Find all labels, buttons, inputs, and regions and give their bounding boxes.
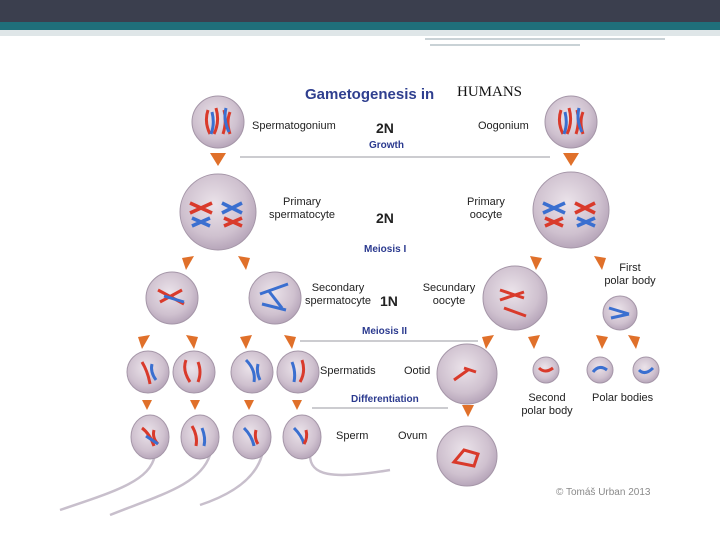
spermatid-cell: [230, 350, 274, 394]
decor-line: [430, 44, 580, 46]
label-secundary-oocyte: Secundary oocyte: [422, 282, 476, 307]
header-bar: [0, 0, 720, 22]
spermatogonium-cell: [191, 95, 245, 149]
diagram-title: Gametogenesis in: [305, 86, 435, 103]
ploidy-label: 1N: [380, 293, 398, 309]
decor-line: [425, 38, 665, 40]
label-primary-spermatocyte: Primary spermatocyte: [268, 196, 336, 221]
spermatid-cell: [276, 350, 320, 394]
label-oogonium: Oogonium: [478, 120, 529, 132]
stage-label-growth: Growth: [369, 140, 404, 151]
sperm-cell: [232, 414, 272, 460]
label-second-polar-body: Second polar body: [521, 392, 573, 417]
primary-oocyte-cell: [532, 171, 610, 249]
label-ootid: Ootid: [404, 365, 431, 377]
label-spermatogonium: Spermatogonium: [252, 120, 336, 132]
spermatid-cell: [126, 350, 170, 394]
stage-label-meiosis-ii: Meiosis II: [362, 326, 408, 337]
label-sperm: Sperm: [336, 430, 369, 442]
copyright-notice: © Tomáš Urban 2013: [556, 487, 651, 498]
ovum-cell: [436, 425, 498, 487]
label-secondary-spermatocyte: Secondary spermatocyte: [304, 282, 372, 307]
polar-body-cell: [586, 356, 614, 384]
sperm-cell: [180, 414, 220, 460]
oogonium-cell: [544, 95, 598, 149]
secondary-oocyte-cell: [482, 265, 548, 331]
stage-label-differentiation: Differentiation: [351, 394, 419, 405]
ploidy-label: 2N: [376, 120, 394, 136]
secondary-spermatocyte-cell: [145, 271, 199, 325]
stage-label-meiosis-i: Meiosis I: [364, 244, 407, 255]
header-accent-line: [0, 22, 720, 30]
sperm-cell: [130, 414, 170, 460]
spermatid-cell: [172, 350, 216, 394]
ploidy-label: 2N: [376, 210, 394, 226]
label-polar-bodies: Polar bodies: [592, 392, 654, 404]
label-ovum: Ovum: [398, 430, 428, 442]
arrows: [138, 153, 640, 417]
second-polar-body-cell: [532, 356, 560, 384]
label-spermatids: Spermatids: [320, 365, 376, 377]
first-polar-body-cell: [602, 295, 638, 331]
primary-spermatocyte-cell: [179, 173, 257, 251]
header-under-line: [0, 30, 720, 36]
sperm-cell: [282, 414, 322, 460]
polar-body-cell: [632, 356, 660, 384]
ootid-cell: [436, 343, 498, 405]
label-first-polar-body: First polar body: [604, 262, 656, 287]
sperm-tails: [59, 454, 391, 517]
overlay-label: HUMANS: [457, 84, 523, 100]
secondary-spermatocyte-cell: [248, 271, 302, 325]
label-primary-oocyte: Primary oocyte: [467, 196, 505, 221]
